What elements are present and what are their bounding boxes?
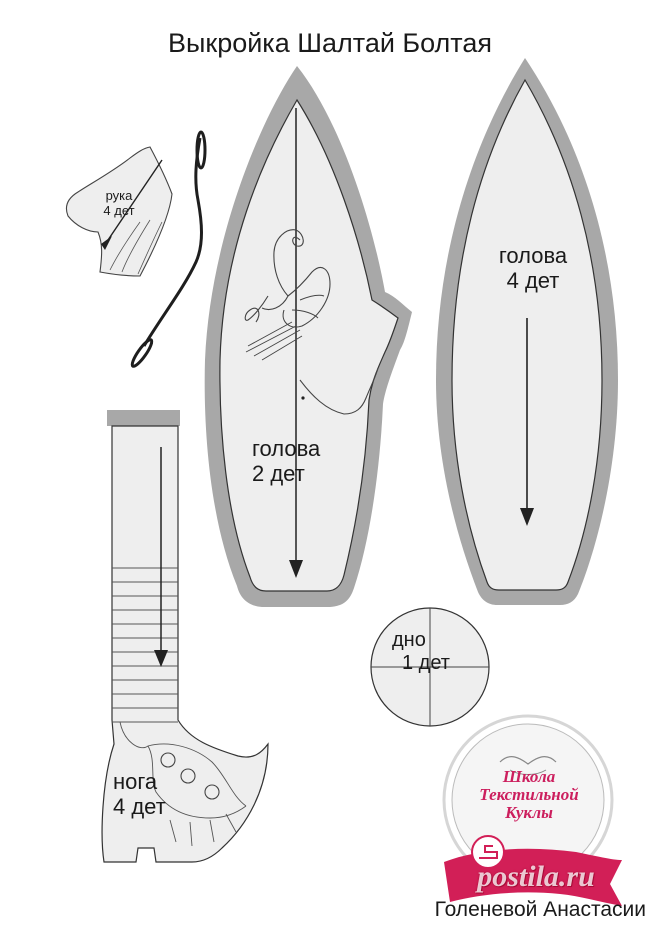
school-logo-text: Школа Текстильной Куклы [444,768,614,822]
leg-label-count: 4 дет [113,794,166,820]
head-side-label: голова 2 дет [252,436,362,487]
head-side-label-name: голова [252,436,321,461]
bottom-label-count: 1 дет [402,652,450,674]
author-credit: Голеневой Анастасии [434,898,646,921]
bottom-piece [370,607,490,727]
head-side-outline [219,98,399,592]
bottom-label-name: дно [392,629,426,651]
watermark: postila.ru [477,860,595,893]
bottom-label: дно 1 дет [392,629,472,675]
logo-line-3: Куклы [505,802,553,822]
school-logo: Школа Текстильной Куклы [444,720,614,892]
leg-label: нога 4 дет [113,769,203,820]
wire-piece [130,130,207,368]
head-front-label-name: голова [498,243,568,268]
head-side-label-count: 2 дет [252,461,305,487]
arm-label-name: рука [105,188,133,203]
arm-label-count: 4 дет [103,202,135,218]
arm-label: рука 4 дет [84,188,154,219]
arm-piece [65,146,173,277]
head-front-label: голова 4 дет [478,243,588,294]
leg-label-name: нога [113,769,158,794]
logo-line-2: Текстильной [479,784,579,804]
school-logo-graphic [442,714,622,906]
head-front-piece [436,58,618,605]
head-front-label-count: 4 дет [506,268,560,294]
leg-piece [101,410,269,863]
logo-line-1: Школа [502,767,556,786]
head-side-piece [204,66,412,607]
page-title: Выкройка Шалтай Болтая [167,28,493,58]
